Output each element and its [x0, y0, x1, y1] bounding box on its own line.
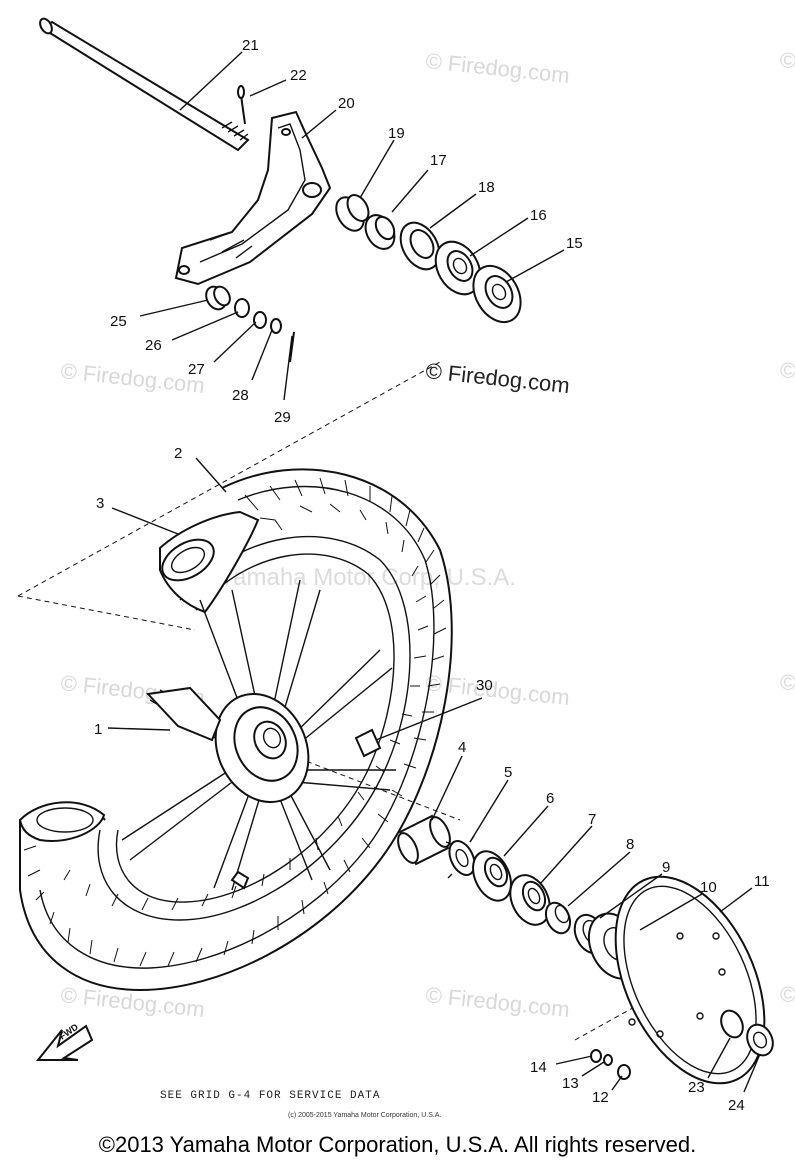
copyright-footer: ©2013 Yamaha Motor Corporation, U.S.A. A…	[98, 1132, 697, 1157]
watermark-text: © Yamaha Motor Corp, U.S.A.	[195, 564, 516, 591]
callout-26: 26	[145, 337, 162, 354]
callout-23: 23	[688, 1079, 705, 1096]
small-parts-25-29	[205, 285, 295, 363]
callout-29: 29	[274, 409, 291, 426]
callout-24: 24	[728, 1097, 745, 1114]
callout-21: 21	[242, 37, 259, 54]
small-copyright: (c) 2005-2015 Yamaha Motor Corporation, …	[288, 1112, 441, 1119]
watermark-text: ©	[780, 982, 795, 1007]
callout-15: 15	[566, 235, 583, 252]
callout-28: 28	[232, 387, 249, 404]
dashed-line	[289, 754, 461, 821]
callout-8: 8	[626, 836, 634, 853]
callout-19: 19	[388, 125, 405, 142]
callout-18: 18	[478, 179, 495, 196]
callout-2: 2	[174, 445, 182, 462]
watermark-text: © Firedog.com	[424, 48, 570, 88]
callout-12: 12	[592, 1089, 609, 1106]
leader-lines	[107, 51, 761, 1093]
callout-1: 1	[94, 721, 102, 738]
watermark-text: © Firedog.com	[59, 358, 205, 398]
axle	[39, 17, 250, 152]
callout-5: 5	[504, 764, 512, 781]
torque-arm	[174, 110, 332, 286]
callout-9: 9	[662, 859, 670, 876]
callout-3: 3	[96, 495, 104, 512]
callout-7: 7	[588, 811, 596, 828]
callout-4: 4	[458, 739, 466, 756]
watermark-text: © Firedog.com	[59, 982, 205, 1022]
callout-27: 27	[188, 361, 205, 378]
callout-17: 17	[430, 152, 447, 169]
callout-22: 22	[290, 67, 307, 84]
watermark-text: © Firedog.com	[424, 358, 570, 398]
watermark-text: ©	[780, 670, 795, 695]
callout-16: 16	[530, 207, 547, 224]
upper-bearing-stack	[335, 194, 522, 324]
callout-labels: 21 22 20 19 17 18 16 15 25 26 27 28 29 2…	[94, 37, 770, 1114]
watermark-text: ©	[780, 358, 795, 383]
callout-14: 14	[530, 1059, 547, 1076]
forward-arrow-icon: FWD	[35, 1021, 94, 1061]
wheel-assembly	[18, 468, 453, 992]
callout-10: 10	[700, 879, 717, 896]
lower-parts-stack	[397, 814, 774, 1085]
service-note: SEE GRID G-4 FOR SERVICE DATA	[160, 1090, 380, 1102]
watermark-text: © Firedog.com	[424, 982, 570, 1022]
watermark-text: ©	[780, 48, 795, 73]
callout-20: 20	[338, 95, 355, 112]
watermarks: © Firedog.com © Firedog.com © Firedog.co…	[59, 48, 795, 1022]
callout-13: 13	[562, 1075, 579, 1092]
callout-11: 11	[754, 873, 770, 890]
callout-6: 6	[546, 790, 554, 807]
callout-30: 30	[476, 677, 493, 694]
callout-25: 25	[110, 313, 127, 330]
dashed-line	[17, 595, 196, 631]
